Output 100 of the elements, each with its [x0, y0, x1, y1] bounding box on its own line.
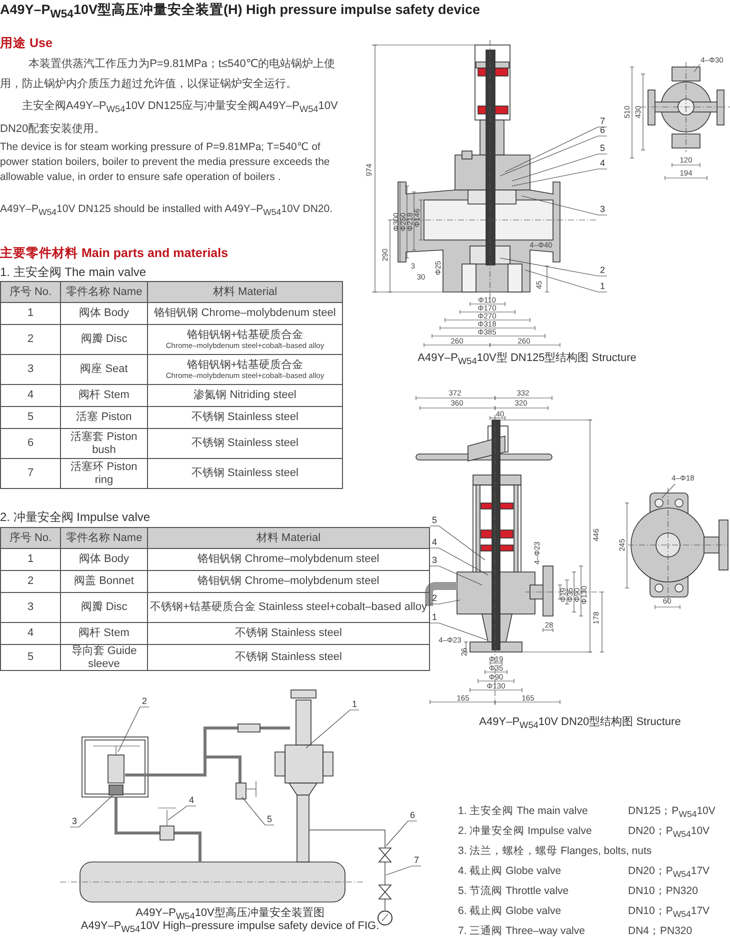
leader-line: [500, 258, 608, 276]
leader-line: [386, 820, 418, 846]
part-name: 导向套 Guide sleeve: [70, 645, 138, 670]
part-name: 阀瓣 Disc: [80, 333, 128, 346]
specification-text: DN20；P$_{W54}$17V: [628, 864, 710, 880]
part-number: 4: [27, 389, 34, 402]
table-title: 2. 冲量安全阀 Impulse valve: [0, 509, 150, 526]
specification-text: DN125；P$_{W54}$10V: [628, 804, 716, 820]
leader-line: [500, 136, 608, 176]
part-number: 5: [27, 411, 34, 424]
material-name: 铬钼钒钢 Chrome–molybdenum steel: [198, 575, 380, 588]
callout-number: 2: [598, 266, 608, 276]
leader-line: [430, 622, 488, 640]
part-name: 阀盖 Bonnet: [74, 575, 134, 588]
part-name: 阀杆 Stem: [78, 389, 130, 402]
leader-line: [242, 796, 274, 826]
parts-list-item: 3. 法兰，螺栓，螺母 Flanges, bolts, nuts: [458, 844, 652, 858]
part-name: 阀座 Seat: [80, 363, 128, 376]
parts-list-item: 6. 截止阀 Globe valve: [458, 904, 562, 918]
callout-number: 5: [598, 144, 608, 154]
material-name: 铬钼钒钢 Chrome–molybdenum steel: [198, 553, 380, 566]
leader-line: [430, 526, 486, 560]
callout-number: 2: [430, 594, 440, 604]
parts-list-item: 7. 三通阀 Three–way valve: [458, 924, 585, 938]
leader-line: [168, 806, 196, 820]
part-number: 4: [27, 627, 34, 640]
part-name: 活塞环 Piston ring: [70, 460, 138, 486]
page-title: A49Y–P$_{W54}$10V型高压冲量安全装置(H) High pressure impulse safety device: [0, 1, 480, 21]
figure-caption: A49Y–P$_{W54}$10V DN20型结构图 Structure: [479, 714, 681, 730]
material-name: 不锈钢+钴基硬质合金 Stainless steel+cobalt–based alloy: [150, 601, 427, 614]
leader-line: [70, 794, 114, 828]
leader-line: [430, 600, 460, 604]
callout-number: 3: [430, 556, 440, 566]
leader-line: [306, 710, 360, 748]
callout-number: 1: [430, 613, 440, 623]
leader-line: [504, 126, 608, 172]
body-text: The device is for steam working pressure of P=9.81MPa; T=540℃ of power station boilers, boiler to prevent the media pressure exceeds the allowable value, in order to ensure safe operation of boilers .: [0, 140, 331, 185]
part-number: 5: [27, 651, 34, 664]
part-name: 阀杆 Stem: [78, 627, 130, 640]
material-name: 不锈钢 Stainless steel: [234, 627, 342, 640]
parts-list-item: 5. 节流阀 Throttle valve: [458, 884, 569, 898]
part-number: 2: [27, 575, 34, 588]
figure-caption: A49Y–P$_{W54}$10V High–pressure impulse safety device of FIG.: [80, 920, 380, 934]
section-heading: 用途 Use: [0, 35, 52, 52]
material-name: 渗氮钢 Nitriding steel: [194, 389, 296, 402]
table-title: 1. 主安全阀 The main valve: [0, 264, 146, 281]
leader-line: [386, 866, 422, 876]
callout-number: 7: [598, 117, 608, 127]
column-header: 零件名称 Name: [66, 532, 142, 544]
column-header: 零件名称 Name: [66, 286, 142, 298]
leader-line: [118, 706, 150, 752]
leader-line: [430, 566, 482, 586]
specification-text: DN20；P$_{W54}$10V: [628, 824, 710, 840]
part-number: 7: [27, 467, 34, 480]
callout-number: 6: [408, 811, 418, 821]
part-name: 阀体 Body: [78, 307, 130, 320]
callout-number: 3: [70, 817, 80, 827]
body-text: A49Y–P$_{W54}$10V DN125 should be installed with A49Y–P$_{W54}$10V DN20.: [0, 202, 334, 220]
material-name: 铬钼钒钢 Chrome–molybdenum steel: [154, 307, 336, 320]
callout-number: 4: [430, 538, 440, 548]
column-header: 序号 No.: [9, 532, 52, 544]
material-name: 不锈钢 Stainless steel: [192, 411, 298, 424]
column-header: 材料 Material: [256, 532, 321, 544]
body-text: 主安全阀A49Y–P$_{W54}$10V DN125应与冲量安全阀A49Y–P$_{W54}$10V DN20配套安装使用。: [0, 98, 339, 138]
leader-line: [522, 196, 608, 216]
part-number: 2: [27, 333, 34, 346]
part-name: 阀瓣 Disc: [80, 601, 128, 614]
leader-line: [512, 168, 608, 186]
material-name: 不锈钢 Stainless steel: [192, 437, 298, 450]
part-number: 3: [27, 601, 34, 614]
material-name: 不锈钢 Stainless steel: [192, 467, 298, 480]
specification-text: DN10；P$_{W54}$17V: [628, 904, 710, 920]
callout-number: 6: [598, 126, 608, 136]
material-name: 铬钼钒钢+钴基硬质合金: [186, 328, 304, 342]
callout-number: 5: [265, 815, 274, 825]
section-heading: 主要零件材料 Main parts and materials: [0, 245, 228, 262]
part-number: 1: [27, 307, 34, 320]
callout-number: 4: [187, 796, 196, 806]
figure-caption: A49Y–P$_{W54}$10V型 DN125型结构图 Structure: [418, 350, 636, 366]
specification-text: DN4；PN320: [628, 924, 692, 938]
body-text: 本装置供蒸汽工作压力为P=9.81MPa；t≤540℃的电站锅炉上使用，防止锅炉内介质压力超过允许值，以保证锅炉安全运行。: [0, 56, 336, 92]
part-number: 6: [27, 437, 34, 450]
callout-number: 3: [598, 205, 608, 215]
part-number: 1: [27, 553, 34, 566]
part-number: 3: [27, 363, 34, 376]
part-name: 活塞 Piston: [76, 411, 132, 424]
leader-line: [430, 548, 488, 576]
parts-list-item: 2. 冲量安全阀 Impulse valve: [458, 824, 592, 838]
callout-number: 1: [350, 700, 360, 710]
part-name: 阀体 Body: [78, 553, 130, 566]
material-name: 铬钼钒钢+钴基硬质合金: [186, 358, 304, 372]
column-header: 序号 No.: [9, 286, 52, 298]
callout-number: 1: [598, 282, 608, 292]
specification-text: DN10；PN320: [628, 884, 698, 898]
callout-number: 7: [412, 856, 422, 866]
callout-number: 5: [430, 516, 440, 526]
material-name: 不锈钢 Stainless steel: [234, 651, 342, 664]
callout-number: 2: [140, 697, 150, 707]
leader-line: [524, 270, 608, 292]
leader-line: [512, 154, 608, 182]
